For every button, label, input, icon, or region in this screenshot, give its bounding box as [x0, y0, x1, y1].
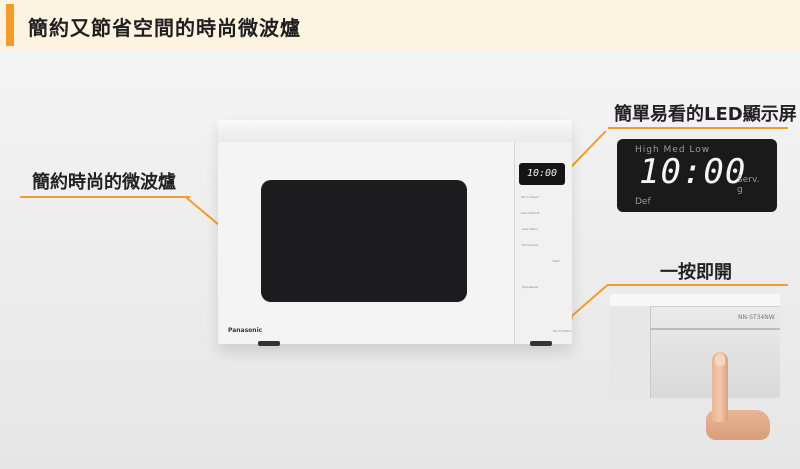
- led-defrost: Def: [635, 197, 651, 207]
- microwave-oven: Panasonic 10:00 Micro Power Auto Defrost…: [218, 120, 572, 344]
- door-release-closeup: NN-ST34NW: [610, 294, 780, 398]
- panel-button[interactable]: Stop/Reset: [521, 285, 539, 289]
- led-serving: Serv. g: [737, 175, 767, 195]
- closeup-model-label: NN-ST34NW: [738, 314, 775, 321]
- callout-line-left: [20, 196, 190, 198]
- closeup-door-edge: [610, 306, 651, 398]
- led-serving-label: Serv.: [737, 175, 760, 185]
- panel-model-label: NN-ST34NW: [553, 329, 572, 333]
- closeup-top: [610, 294, 780, 307]
- brand-logo: Panasonic: [228, 327, 263, 334]
- microwave-window: [261, 180, 467, 302]
- callout-stylish-microwave: 簡約時尚的微波爐: [32, 172, 176, 193]
- panel-button[interactable]: Start: [552, 259, 560, 263]
- panel-display: 10:00: [519, 163, 565, 185]
- microwave-door: Panasonic: [218, 142, 515, 344]
- closeup-panel-seam: [650, 328, 780, 330]
- led-display-inset: High Med Low 10:00 Serv. g Def: [617, 139, 777, 212]
- callout-line-led: [608, 127, 788, 129]
- header-accent-bar: [6, 4, 14, 46]
- header-banner: 簡約又節省空間的時尚微波爐: [0, 0, 800, 50]
- pressing-finger: [712, 352, 728, 422]
- microwave-foot-right: [530, 341, 552, 346]
- finger-nail: [715, 354, 725, 366]
- panel-button[interactable]: Micro Power: [520, 195, 540, 199]
- page-title: 簡約又節省空間的時尚微波爐: [28, 16, 301, 40]
- microwave-foot-left: [258, 341, 280, 346]
- control-panel: 10:00 Micro Power Auto Defrost Auto Menu…: [515, 142, 572, 344]
- callout-line-open: [608, 284, 788, 286]
- microwave-top: [218, 120, 572, 142]
- panel-button[interactable]: Auto Menu: [521, 227, 539, 231]
- callout-one-touch-open: 一按即開: [660, 262, 732, 283]
- callout-led-display: 簡單易看的LED顯示屏: [614, 104, 797, 125]
- panel-button[interactable]: Auto Defrost: [520, 211, 540, 215]
- led-serving-unit: g: [737, 185, 743, 195]
- led-time: 10:00: [639, 152, 747, 192]
- led-power-levels: High Med Low: [635, 145, 711, 155]
- panel-button[interactable]: Time/Clock: [521, 243, 539, 247]
